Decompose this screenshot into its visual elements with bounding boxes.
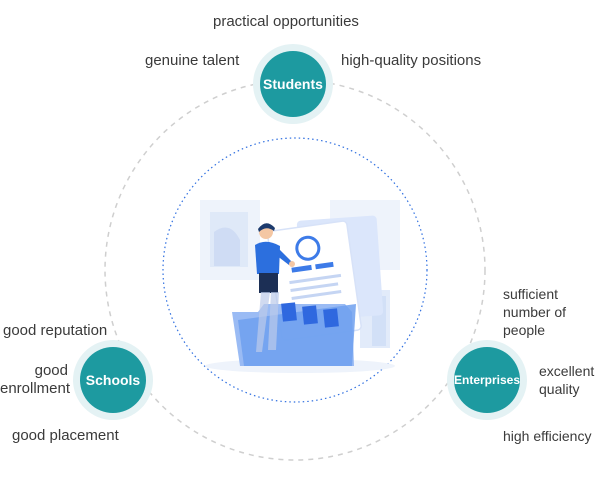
enterprises-node-label: Enterprises	[453, 373, 521, 387]
enterprises-node-circle: Enterprises	[454, 347, 520, 413]
students-attr-high-quality-positions: high-quality positions	[341, 52, 482, 69]
enterprises-attr-sufficient-number-of-people: sufficient number of people	[503, 286, 567, 338]
schools-node-circle: Schools	[80, 347, 146, 413]
inner-dotted-ring	[162, 137, 428, 403]
students-attr-genuine-talent: genuine talent	[145, 52, 240, 69]
students-node: Students	[253, 44, 333, 124]
enterprises-attr-excellent-quality: excellent quality	[539, 363, 595, 397]
students-attr-practical-opportunities: practical opportunities	[213, 13, 359, 30]
schools-node-label: Schools	[85, 372, 141, 388]
enterprises-node: Enterprises	[447, 340, 527, 420]
students-node-circle: Students	[260, 51, 326, 117]
schools-node: Schools	[73, 340, 153, 420]
students-node-label: Students	[263, 76, 323, 92]
schools-attr-good-enrollment: good enrollment	[0, 362, 71, 397]
enterprises-attr-high-efficiency: high efficiency	[503, 428, 592, 444]
schools-attr-good-reputation: good reputation	[3, 322, 108, 339]
schools-attr-good-placement: good placement	[12, 427, 119, 444]
